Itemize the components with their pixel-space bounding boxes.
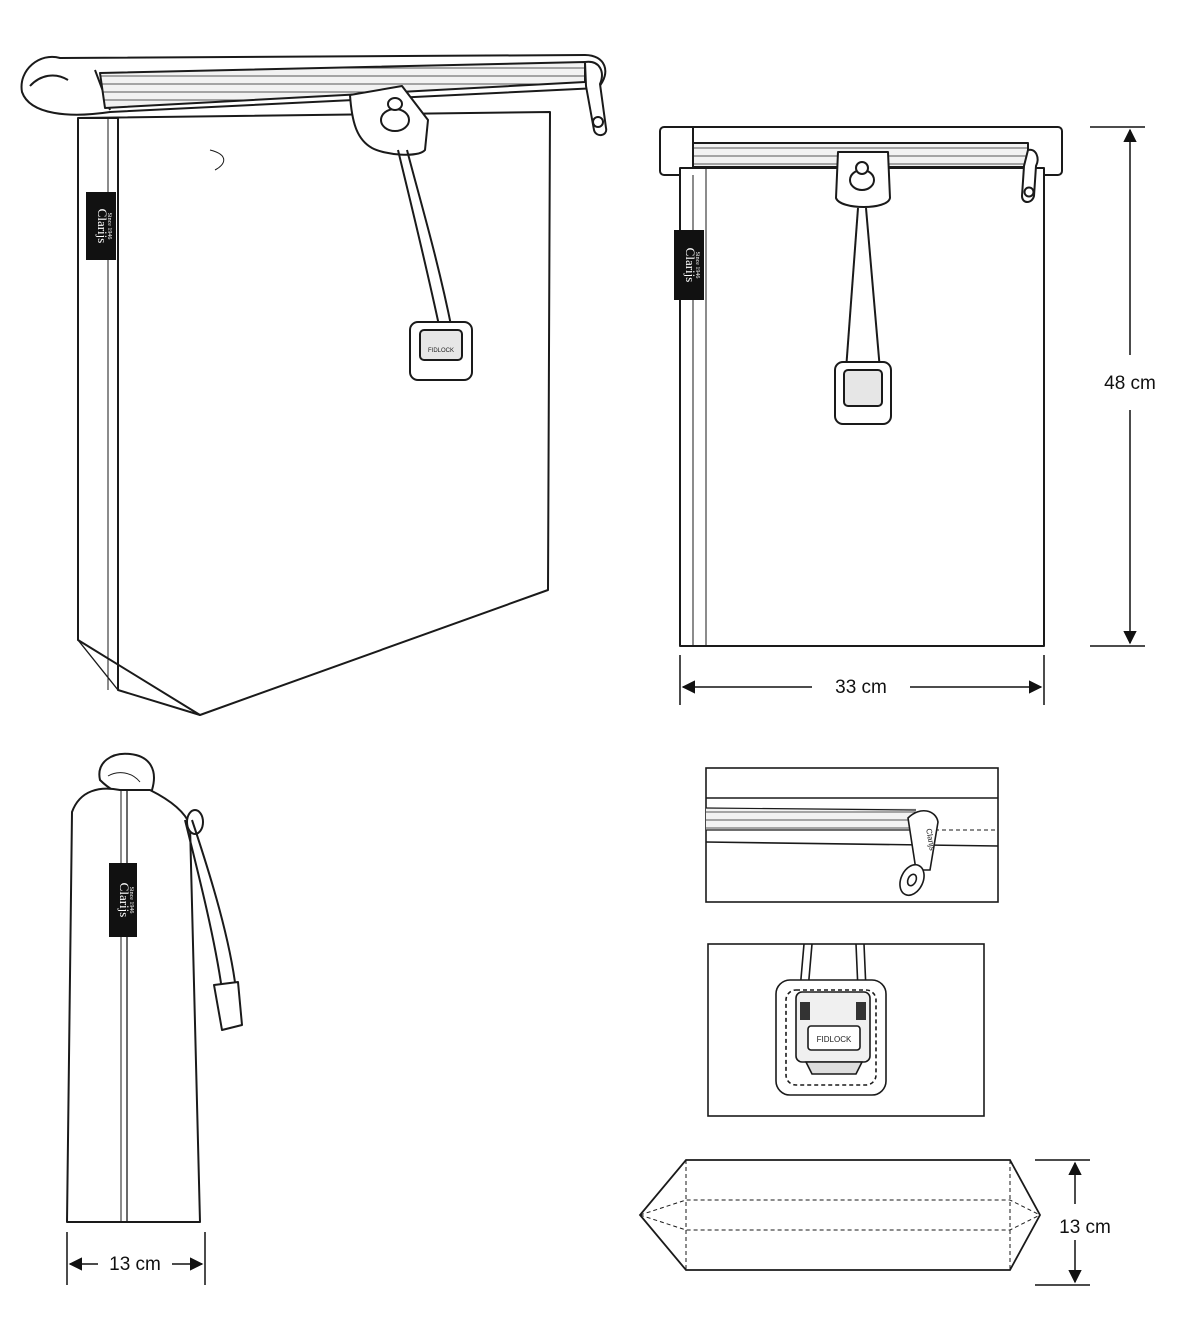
buckle-mark-perspective: FIDLOCK [428, 348, 454, 354]
brand-tagline-side: Since 1946 [128, 887, 134, 914]
height-dimension: 48 cm [1090, 126, 1156, 647]
width-dimension: 33 cm [679, 655, 1045, 705]
side-depth-dimension: 13 cm [66, 1232, 206, 1285]
brand-tagline-perspective: Since 1946 [106, 213, 112, 240]
brand-tagline-front: Since 1946 [694, 252, 700, 279]
front-view: Clarijs Since 1946 [659, 126, 1063, 647]
brand-name-front: Clarijs [683, 248, 698, 283]
brand-name-perspective: Clarijs [95, 209, 110, 244]
brand-label-front [674, 230, 704, 300]
width-dimension-label: 33 cm [835, 677, 887, 698]
perspective-view: FIDLOCK Clarijs Since 1946 [20, 54, 608, 716]
buckle-mark-detail: FIDLOCK [817, 1035, 852, 1044]
brand-name-side: Clarijs [117, 883, 132, 918]
brand-label-perspective [86, 192, 116, 260]
bottom-depth-label: 13 cm [1059, 1217, 1111, 1238]
zipper-pull-mark: Clarijs [924, 828, 937, 851]
height-dimension-label: 48 cm [1104, 373, 1156, 394]
zipper-detail: Clarijs [705, 767, 999, 903]
side-view: Clarijs Since 1946 [66, 752, 243, 1223]
buckle-detail: FIDLOCK [707, 943, 985, 1117]
brand-label-side [109, 863, 137, 937]
side-depth-label: 13 cm [109, 1254, 161, 1275]
bottom-view [638, 1159, 1042, 1271]
bottom-depth-dimension: 13 cm [1035, 1159, 1111, 1286]
